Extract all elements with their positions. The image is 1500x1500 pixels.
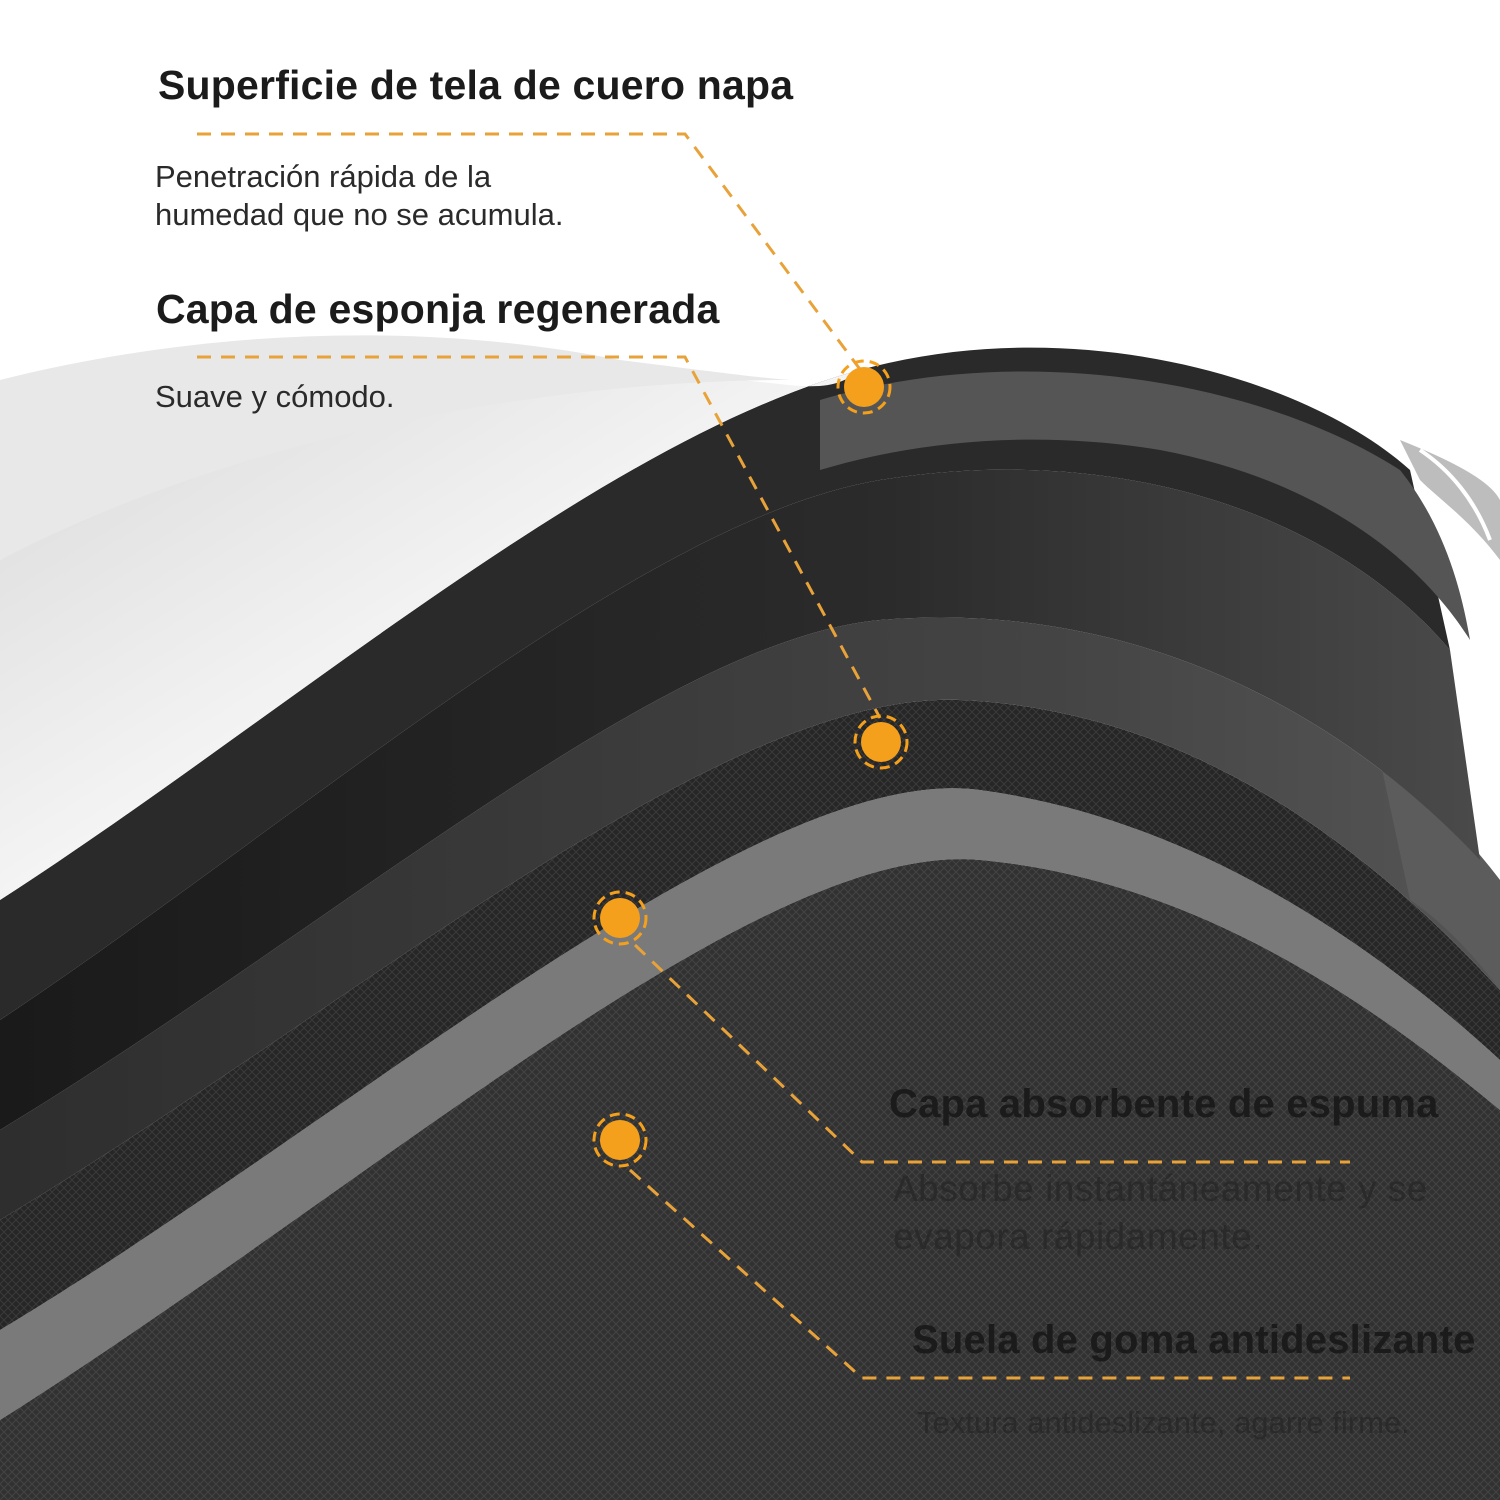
rubber-sole-layer	[0, 699, 1500, 1330]
marker-foam-icon	[592, 890, 648, 946]
foam-description: Absorbe instantáneamente y se evapora rá…	[893, 1168, 1428, 1257]
sole-title: Suela de goma antideslizante	[912, 1318, 1476, 1362]
leader-line-napa	[197, 132, 864, 373]
foam-title: Capa absorbente de espuma	[889, 1082, 1439, 1126]
leader-line-sponge	[197, 355, 882, 719]
rubber-sole-edge	[0, 788, 1500, 1420]
marker-sponge-icon	[853, 714, 909, 770]
leader-line-foam	[633, 943, 1350, 1164]
sponge-layer	[0, 469, 1480, 1131]
sole-description: Textura antideslizante, agarre firme.	[917, 1405, 1410, 1440]
napa-title: Superficie de tela de cuero napa	[158, 62, 794, 108]
napa-description: Penetración rápida de la humedad que no …	[155, 159, 564, 232]
marker-napa-icon	[836, 359, 892, 415]
napa-surface-layer	[0, 370, 860, 900]
foam-layer	[0, 617, 1500, 1220]
sponge-description: Suave y cómodo.	[155, 379, 395, 414]
sponge-title: Capa de esponja regenerada	[156, 286, 720, 332]
leader-lines	[197, 132, 1350, 1380]
leader-line-sole	[628, 1168, 1350, 1380]
top-dark-layer	[0, 347, 1450, 1020]
marker-sole-icon	[592, 1112, 648, 1168]
